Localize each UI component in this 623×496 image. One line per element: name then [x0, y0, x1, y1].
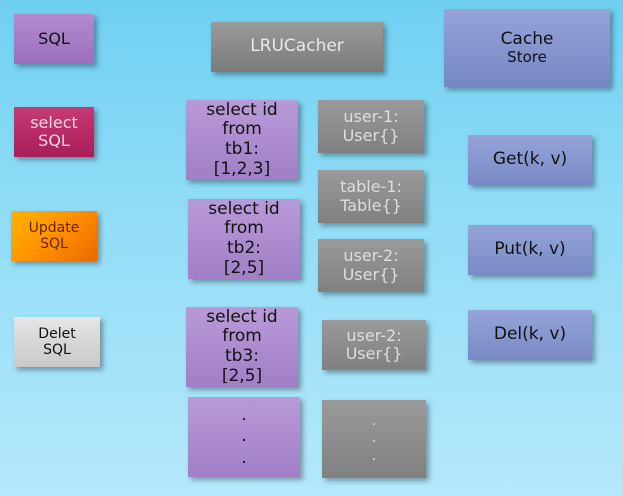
entry-value: User{} [345, 344, 403, 363]
del-operation-box: Del(k, v) [468, 310, 592, 360]
ellipsis-dot: . [241, 447, 247, 468]
put-operation-box: Put(k, v) [468, 225, 592, 275]
update-legend-line2: SQL [40, 236, 68, 252]
query-text: select id [206, 99, 278, 120]
cache-entry-user-2: user-2: User{} [318, 239, 424, 292]
sql-legend-label: SQL [38, 28, 70, 48]
select-sql-legend-box: select SQL [14, 107, 94, 157]
ellipsis-dot: . [241, 405, 247, 426]
query-box-tb3: select id from tb3: [2,5] [186, 307, 298, 387]
delete-legend-line2: SQL [43, 342, 71, 358]
lru-cacher-header: LRUCacher [211, 22, 383, 72]
query-box-tb1: select id from tb1: [1,2,3] [186, 100, 298, 180]
del-operation-label: Del(k, v) [493, 324, 567, 345]
update-legend-line1: Update [28, 219, 80, 236]
query-text: from [224, 218, 264, 239]
ellipsis-dot: . [371, 430, 377, 447]
query-text: [2,5] [223, 257, 265, 278]
query-text: tb3: [225, 346, 259, 366]
cache-store-line2: Store [507, 48, 547, 67]
entry-value: User{} [342, 264, 400, 284]
ellipsis-dot: . [241, 426, 247, 447]
query-text: select id [208, 198, 280, 219]
get-operation-box: Get(k, v) [468, 135, 592, 185]
sql-legend-box: SQL [14, 14, 94, 64]
entry-key: user-2: [343, 246, 399, 266]
cache-entry-user-1: user-1: User{} [318, 100, 424, 153]
cache-store-header: Cache Store [444, 9, 610, 87]
entry-value: User{} [342, 125, 400, 145]
update-sql-legend-box: Update SQL [11, 211, 97, 261]
entry-key: table-1: [340, 177, 402, 197]
get-operation-label: Get(k, v) [492, 149, 568, 170]
delete-legend-line1: Delet [38, 325, 76, 342]
cache-store-line1: Cache [500, 28, 554, 49]
query-text: tb2: [227, 238, 261, 258]
query-text: from [222, 119, 262, 140]
query-text: tb1: [225, 139, 259, 159]
query-text: from [222, 326, 262, 347]
ellipsis-dot: . [371, 447, 377, 464]
query-text: [2,5] [221, 365, 263, 386]
select-legend-line1: select [30, 112, 78, 132]
query-box-tb2: select id from tb2: [2,5] [188, 199, 300, 279]
lru-cacher-label: LRUCacher [250, 36, 344, 57]
put-operation-label: Put(k, v) [494, 239, 566, 260]
select-legend-line2: SQL [38, 131, 70, 150]
cache-entry-more: . . . [322, 400, 426, 478]
ellipsis-dot: . [371, 412, 377, 429]
query-box-more: . . . [188, 397, 300, 477]
query-text: select id [206, 306, 278, 327]
delete-sql-legend-box: Delet SQL [14, 317, 100, 367]
entry-value: Table{} [340, 195, 402, 215]
entry-key: user-1: [343, 107, 399, 127]
query-text: [1,2,3] [213, 158, 271, 179]
cache-entry-table-1: table-1: Table{} [318, 170, 424, 223]
entry-key: user-2: [346, 325, 402, 345]
cache-entry-user-2-dup: user-2: User{} [322, 320, 426, 370]
